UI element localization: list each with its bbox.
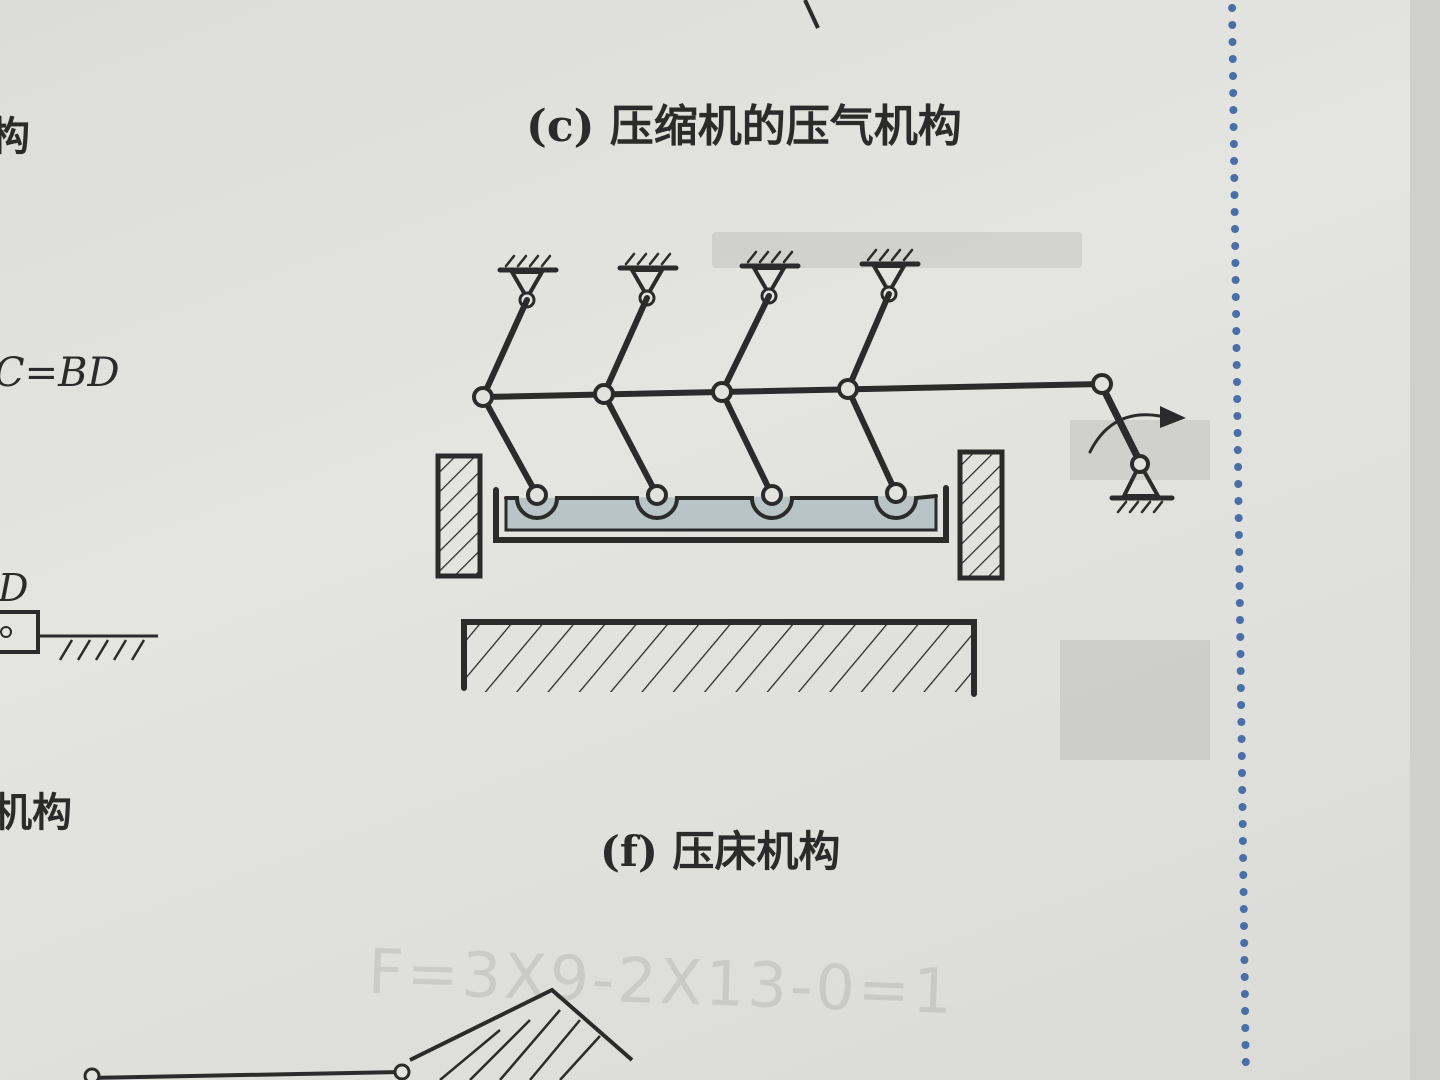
margin-dot [1241, 1007, 1250, 1015]
margin-dot [1235, 599, 1244, 607]
margin-dot [1232, 310, 1241, 318]
margin-dot [1231, 276, 1240, 284]
margin-dot [1241, 1024, 1250, 1032]
rotation-arrow-icon [1160, 406, 1186, 428]
margin-fragment-2: C=BD [0, 350, 120, 396]
margin-dot [1231, 242, 1240, 250]
margin-dot [1241, 1058, 1250, 1066]
margin-dot [1238, 803, 1247, 811]
margin-dot [1232, 344, 1241, 352]
margin-dot [1229, 72, 1237, 80]
margin-dot [1240, 922, 1248, 930]
margin-dot [1238, 786, 1247, 794]
upper-links [480, 291, 892, 400]
margin-dot [1233, 378, 1241, 386]
margin-dot [1230, 174, 1239, 182]
margin-dot [1239, 854, 1248, 862]
side-guides [435, 449, 1005, 581]
margin-dot [1241, 1041, 1250, 1049]
margin-dot [1228, 55, 1237, 63]
margin-dot [1232, 361, 1241, 369]
ground-pivots-top [497, 248, 921, 309]
margin-dot [1233, 446, 1242, 454]
margin-dot [1236, 667, 1245, 675]
margin-dot [1239, 871, 1248, 879]
margin-dot [1240, 990, 1249, 998]
margin-dot [1234, 463, 1243, 471]
margin-dot [1237, 701, 1246, 709]
margin-dot [1228, 4, 1237, 12]
margin-dot [1234, 480, 1243, 488]
margin-dot [1239, 888, 1248, 896]
margin-dot [1233, 395, 1242, 403]
margin-dot [1231, 293, 1240, 301]
margin-dot [1230, 191, 1239, 199]
margin-fragment-4: 机构 [0, 789, 72, 836]
margin-fragment-3: D [0, 566, 29, 610]
margin-dot [1235, 548, 1244, 556]
margin-dot [1240, 939, 1249, 947]
margin-fragment-1: 构 [0, 113, 30, 160]
margin-dot [1230, 157, 1239, 165]
press-bed [461, 619, 977, 697]
margin-dot [1229, 140, 1238, 148]
margin-dot [1234, 531, 1243, 539]
margin-dot [1231, 259, 1240, 267]
connecting-rod [480, 381, 1105, 400]
margin-dot [1231, 225, 1239, 233]
margin-dot [1238, 837, 1247, 845]
margin-dot [1237, 752, 1246, 760]
margin-dotted-line [1228, 4, 1250, 1066]
revolute-joints [472, 373, 1150, 506]
margin-dot [1235, 565, 1244, 573]
margin-slider-fragment [0, 610, 158, 661]
margin-dot [1229, 106, 1238, 114]
margin-dot [1232, 327, 1241, 335]
crank [1088, 382, 1186, 514]
margin-dot [1236, 633, 1245, 641]
margin-dot [1236, 650, 1245, 658]
margin-dot [1237, 718, 1246, 726]
margin-dot [1234, 514, 1243, 522]
margin-dot [1236, 684, 1245, 692]
margin-dot [1239, 905, 1248, 913]
margin-dot [1236, 616, 1244, 624]
bleed-through-shadows [712, 232, 1210, 760]
margin-dot [1229, 89, 1238, 97]
next-figure-fragment [83, 987, 634, 1080]
margin-dot [1229, 123, 1238, 131]
margin-dot [1235, 582, 1244, 590]
margin-dot [1234, 497, 1243, 505]
margin-dot [1238, 820, 1247, 828]
press-mechanism [435, 248, 1186, 697]
margin-dot [1230, 208, 1239, 216]
margin-dot [1238, 769, 1246, 777]
lower-links [480, 386, 899, 498]
figure-caption-f: (f) 压床机构 [600, 827, 841, 876]
margin-dot [1228, 21, 1237, 29]
margin-dot [1240, 956, 1249, 964]
previous-figure-fragment [803, 0, 820, 29]
margin-dot [1233, 412, 1242, 420]
margin-dot [1228, 38, 1237, 46]
figure-caption-c: (c) 压缩机的压气机构 [526, 101, 962, 152]
margin-dot [1237, 735, 1246, 743]
press-ram [493, 485, 949, 543]
margin-dot [1233, 429, 1242, 437]
page-edge [1410, 0, 1440, 1080]
margin-dot [1240, 973, 1249, 981]
